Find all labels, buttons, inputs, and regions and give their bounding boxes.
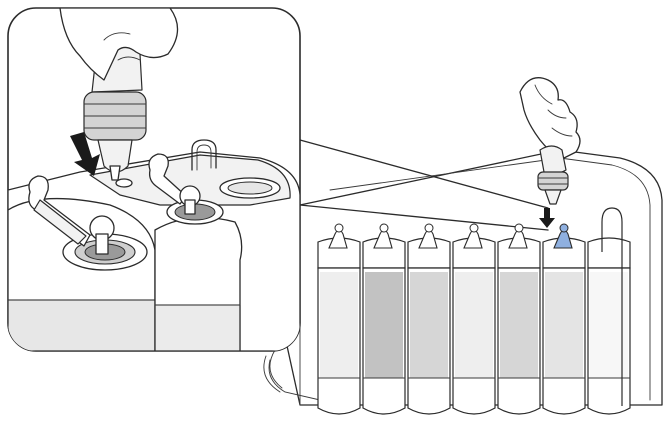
ink-tank-icon	[408, 224, 450, 414]
zoom-inset-panel	[8, 8, 300, 351]
ink-tank-icon	[363, 224, 405, 414]
ink-tank-icon	[453, 224, 495, 414]
ink-tank-icon	[318, 224, 360, 414]
ink-tank-icon	[543, 224, 585, 414]
ink-tank-icon	[498, 224, 540, 414]
